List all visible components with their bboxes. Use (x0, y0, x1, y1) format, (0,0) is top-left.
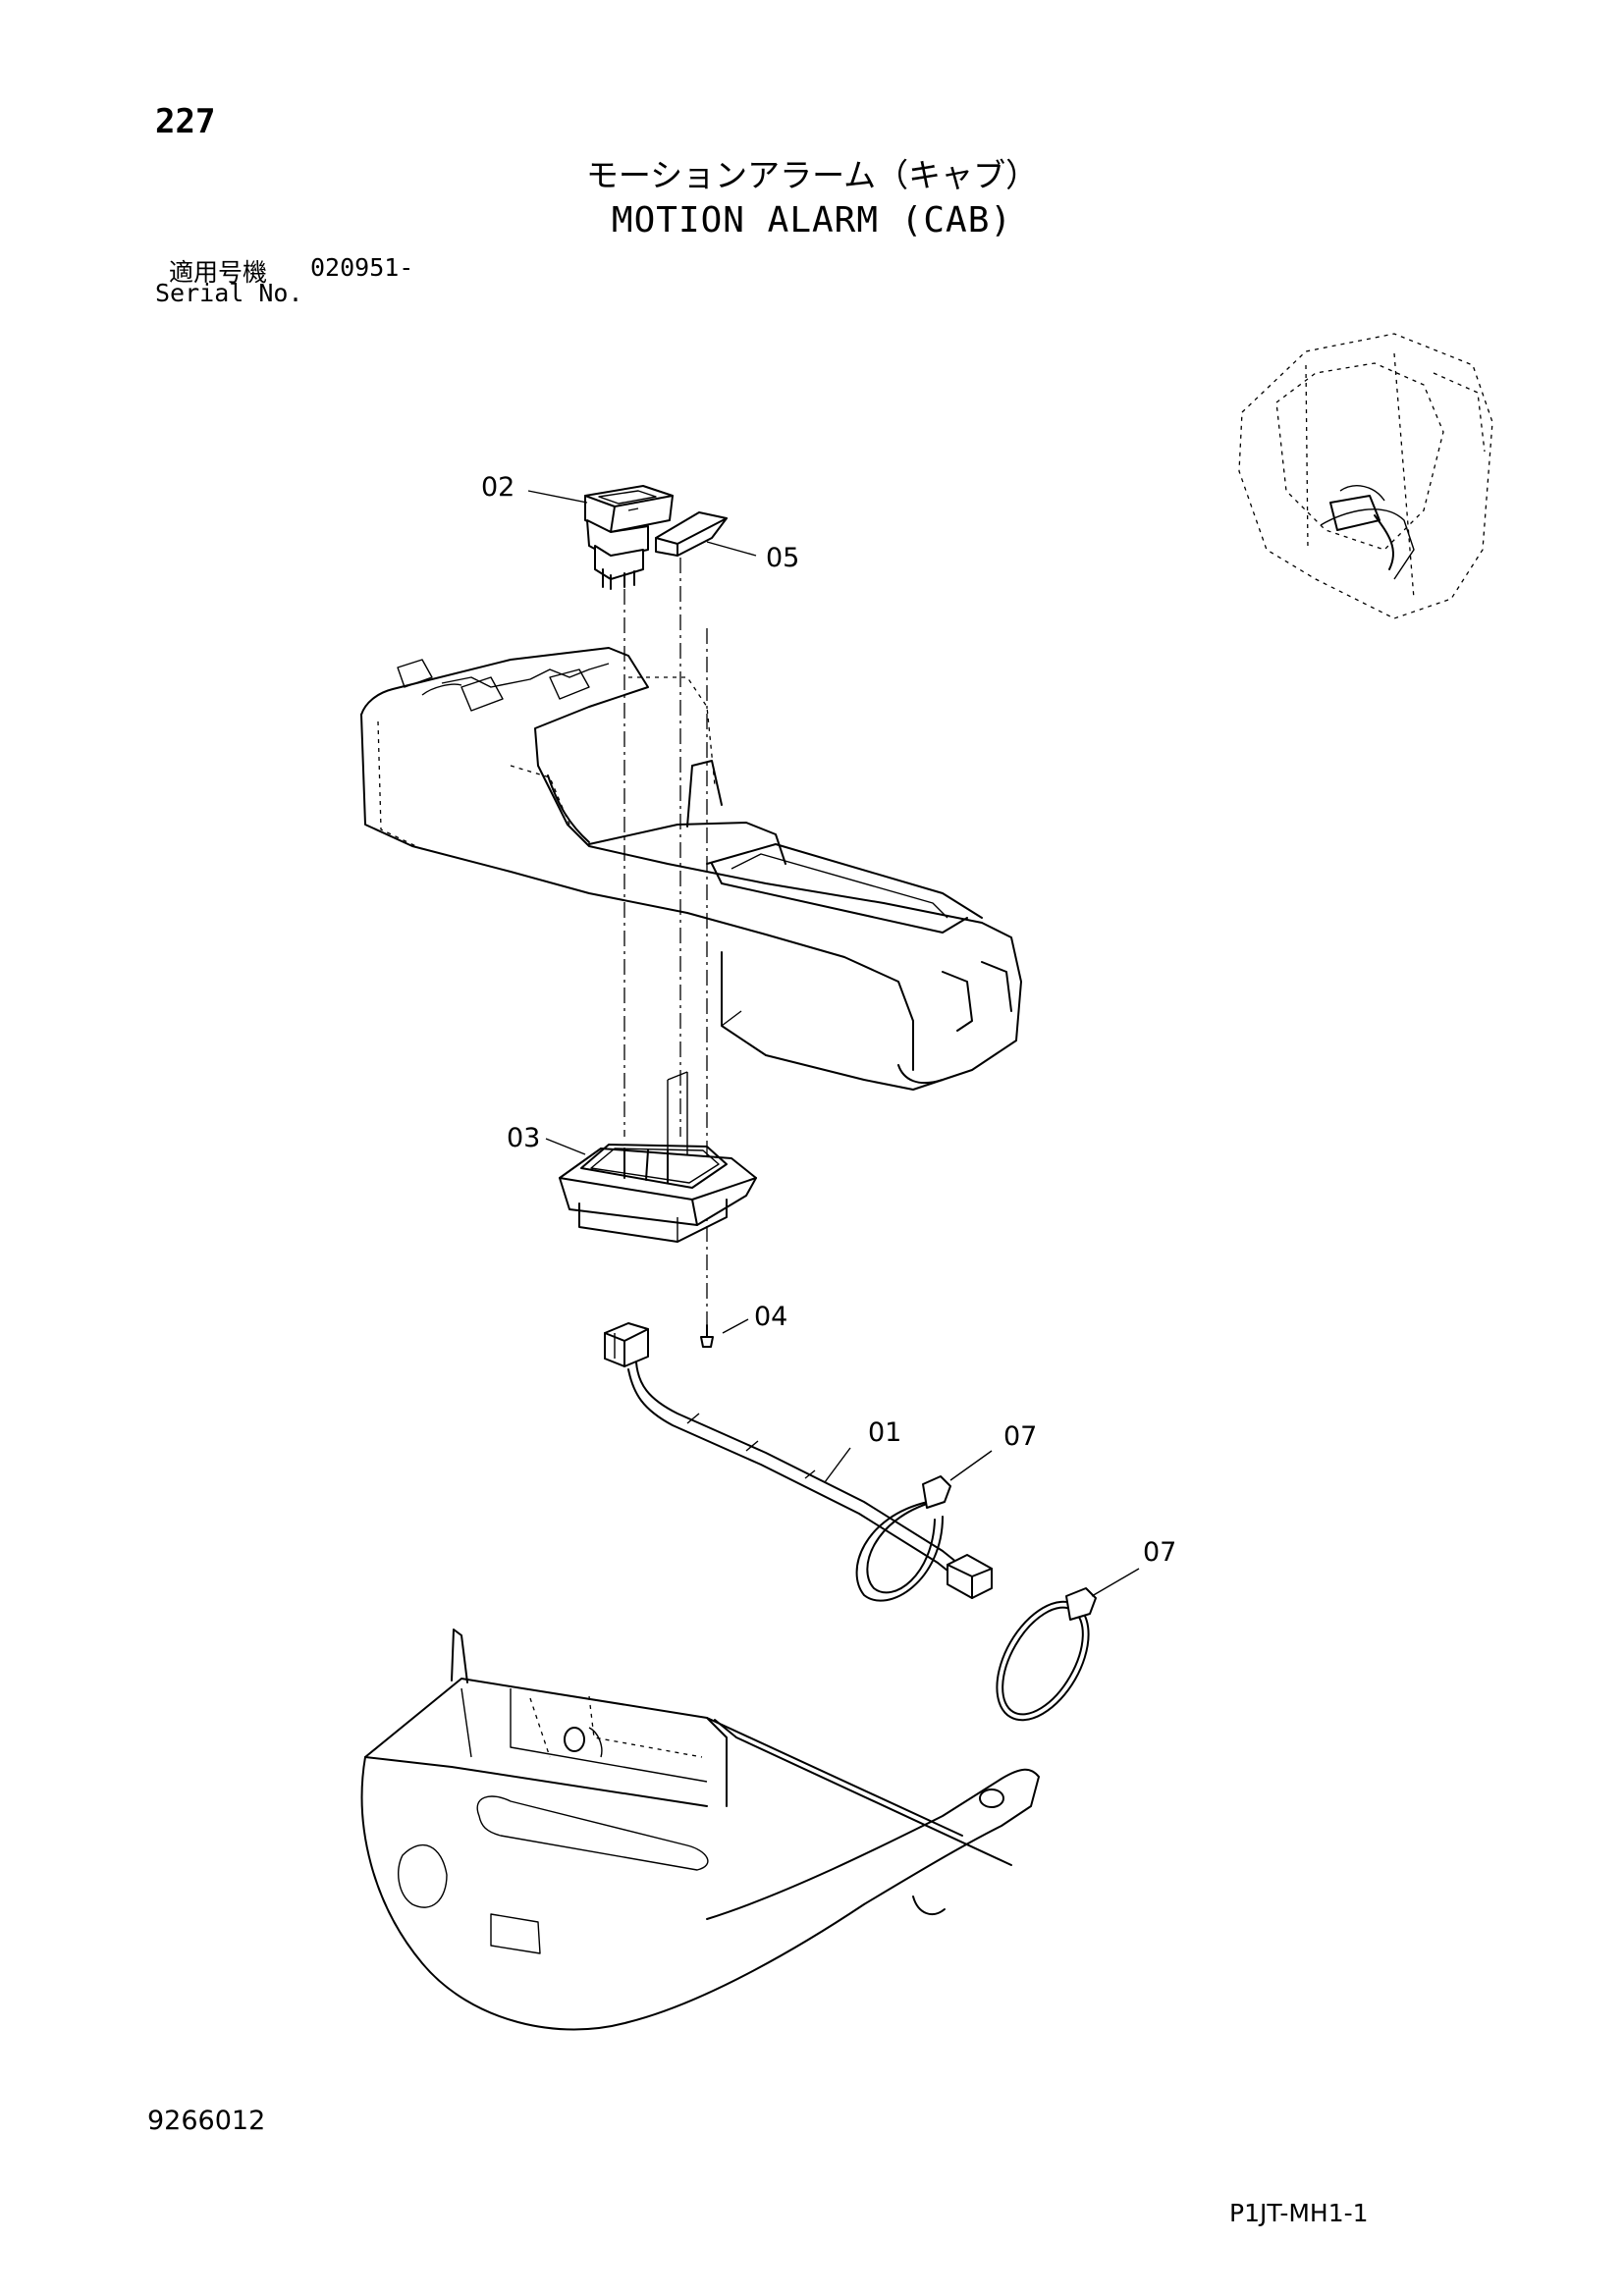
callout-04: 04 (754, 1302, 787, 1332)
callout-03: 03 (507, 1123, 540, 1153)
console-body (360, 647, 1022, 1091)
callout-07-lower: 07 (1143, 1537, 1176, 1568)
serial-label-japanese: 適用号機 (169, 258, 268, 287)
page-title-japanese: モーションアラーム（キャブ） (585, 156, 1039, 194)
cab-location-thumbnail (1238, 333, 1493, 619)
tie-part-07-lower (996, 1587, 1097, 1722)
screw-part-04 (700, 1324, 714, 1348)
serial-label: Serial No. (155, 279, 303, 307)
callout-01: 01 (868, 1417, 901, 1448)
tie-part-07-upper (855, 1475, 951, 1602)
callout-07-upper: 07 (1003, 1421, 1037, 1452)
leader-lines (527, 490, 1140, 1597)
callout-02: 02 (481, 472, 514, 503)
serial-number-value: 020951- (310, 253, 414, 282)
page-code: P1JT-MH1-1 (1229, 2199, 1369, 2227)
callout-05: 05 (766, 543, 799, 573)
bracket-part-03 (559, 1071, 757, 1243)
lower-console-cover (360, 1629, 1040, 2031)
switch-part-02 (584, 485, 674, 590)
harness-part-01 (604, 1322, 993, 1599)
cover-part-05 (655, 511, 728, 557)
page-number: 227 (155, 102, 216, 141)
page-title: MOTION ALARM (CAB) (611, 200, 1013, 240)
drawing-number: 9266012 (147, 2106, 266, 2136)
